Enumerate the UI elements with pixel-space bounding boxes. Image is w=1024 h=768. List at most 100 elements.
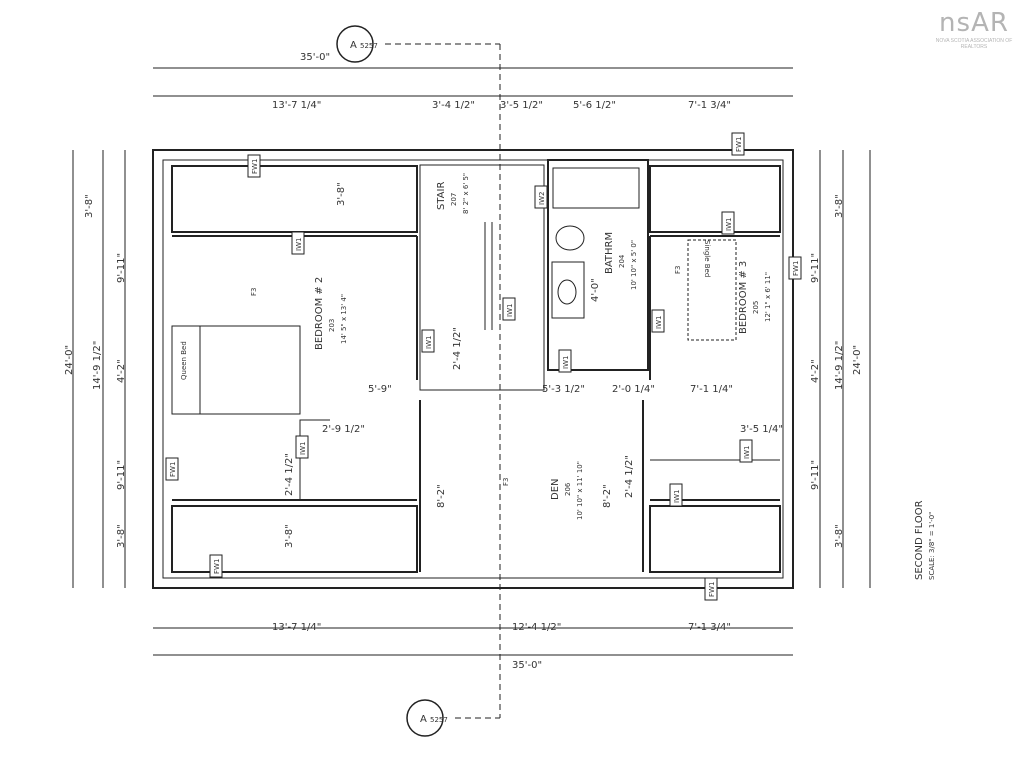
dim-left-5: 3'-8" (116, 524, 127, 548)
dim-b2-closet-w: 2'-9 1/2" (322, 424, 365, 435)
dim-closet-tl: 3'-8" (336, 182, 347, 206)
dim-b3-closet-w: 3'-5 1/4" (740, 424, 783, 435)
overall-depth-right: 24'-0" (852, 345, 863, 375)
dim-stair-b: 5'-3 1/2" (542, 384, 585, 395)
tag-iw1-1: IW1 (295, 238, 303, 251)
dim-top-3: 3'-5 1/2" (500, 100, 543, 111)
closet-top-left (171, 165, 418, 233)
stair-number: 207 (450, 193, 458, 206)
section-marker-top (336, 25, 374, 63)
dim-bath-b: 2'-0 1/4" (612, 384, 655, 395)
inner-wall-line (162, 159, 784, 579)
dim-b2-closet-d: 2'-4 1/2" (284, 453, 295, 496)
overall-width-top: 35'-0" (300, 52, 330, 63)
vanity (551, 261, 585, 319)
single-bed-label: Single Bed (703, 240, 711, 277)
tag-iw1-4: IW1 (506, 304, 514, 317)
bathroom-name: BATHRM (604, 232, 615, 274)
queen-bed (171, 325, 301, 415)
dim-bottom-2: 12'-4 1/2" (512, 622, 561, 633)
bathroom-size: 10' 10" x 5' 0" (630, 240, 638, 290)
dim-top-1: 13'-7 1/4" (272, 100, 321, 111)
dim-bottom-3: 7'-1 3/4" (688, 622, 731, 633)
stair-size: 8' 2" x 6' 5" (462, 173, 470, 214)
dim-bath-w: 4'-0" (590, 278, 601, 302)
bedroom2-name: BEDROOM # 2 (314, 277, 325, 350)
tag-f3-1: F3 (250, 288, 258, 296)
section-letter-bottom: A (420, 714, 427, 725)
dim-right-1: 3'-8" (834, 194, 845, 218)
tag-iw1-5: IW1 (655, 316, 663, 329)
bedroom3-size: 12' 1" x 6' 11" (764, 272, 772, 322)
bedroom3-name: BEDROOM # 3 (738, 261, 749, 334)
dim-top-4: 5'-6 1/2" (573, 100, 616, 111)
dim-stair-a: 2'-4 1/2" (452, 327, 463, 370)
dim-den-b: 8'-2" (602, 484, 613, 508)
tag-iw1-9: IW1 (673, 490, 681, 503)
tag-fw1-6: FW1 (792, 261, 800, 276)
dim-den-a: 8'-2" (436, 484, 447, 508)
bathroom-number: 204 (618, 254, 626, 268)
dim-right-3: 4'-2" (810, 359, 821, 383)
dim-left-mid: 14'-9 1/2" (92, 341, 103, 390)
dim-b2-bottom: 5'-9" (368, 384, 392, 395)
bedroom3-number: 205 (752, 301, 760, 314)
section-sheet-top: 5257 (360, 42, 378, 50)
tag-f3-2: F3 (674, 266, 682, 274)
drawing-scale: SCALE: 3/8" = 1'-0" (928, 512, 936, 580)
bedroom2-size: 14' 5" x 13' 4" (340, 294, 348, 344)
den-name: DEN (550, 479, 561, 501)
tag-fw1-5: FW1 (708, 582, 716, 597)
single-bed (687, 239, 737, 341)
logo-subtext: NOVA SCOTIA ASSOCIATION OF REALTORS (935, 38, 1013, 50)
den-size: 10' 10" x 11' 10" (576, 461, 584, 520)
dim-right-4: 9'-11" (810, 460, 821, 490)
dim-bottom-1: 13'-7 1/4" (272, 622, 321, 633)
dim-left-2: 9'-11" (116, 253, 127, 283)
dim-b3-bottom: 7'-1 1/4" (690, 384, 733, 395)
dim-left-3: 4'-2" (116, 359, 127, 383)
tag-iw1-6: IW1 (562, 356, 570, 369)
tag-iw1-3: IW1 (425, 336, 433, 349)
section-sheet-bottom: 5257 (430, 716, 448, 724)
dim-top-2: 3'-4 1/2" (432, 100, 475, 111)
den-number: 206 (564, 482, 572, 496)
dim-left-1: 3'-8" (84, 194, 95, 218)
queen-bed-label: Queen Bed (180, 341, 188, 380)
dim-right-2: 9'-11" (810, 253, 821, 283)
bathroom-walls (547, 159, 649, 371)
drawing-title: SECOND FLOOR (914, 500, 925, 580)
section-letter-top: A (350, 40, 357, 51)
section-marker-bottom (406, 699, 444, 737)
tag-iw1-7: IW1 (299, 442, 307, 455)
tag-fw1-1: FW1 (251, 159, 259, 174)
logo-text: nsAR (939, 8, 1009, 38)
tag-iw1-8: IW1 (743, 446, 751, 459)
logo: nsAR NOVA SCOTIA ASSOCIATION OF REALTORS (924, 8, 1024, 60)
tag-fw1-3: FW1 (169, 462, 177, 477)
overall-width-bottom: 35'-0" (512, 660, 542, 671)
outer-wall (152, 149, 794, 589)
stair-name: STAIR (436, 182, 447, 210)
overall-depth-left: 24'-0" (64, 345, 75, 375)
bedroom2-number: 203 (328, 319, 336, 332)
tag-f3-3: F3 (502, 478, 510, 486)
tag-iw2: IW2 (538, 192, 546, 205)
dim-top-5: 7'-1 3/4" (688, 100, 731, 111)
tag-fw1-2: FW1 (735, 137, 743, 152)
dim-den-c: 2'-4 1/2" (624, 455, 635, 498)
stair-outline (419, 164, 545, 391)
tag-iw1-2: IW1 (725, 218, 733, 231)
dim-left-4: 9'-11" (116, 460, 127, 490)
closet-bottom-left (171, 505, 418, 573)
dim-closet-bl: 3'-8" (284, 524, 295, 548)
closet-bottom-right (649, 505, 781, 573)
dim-right-5: 3'-8" (834, 524, 845, 548)
sink (557, 279, 577, 305)
closet-top-right (649, 165, 781, 233)
tag-fw1-4: FW1 (213, 559, 221, 574)
toilet (555, 225, 585, 251)
bathtub (552, 167, 640, 209)
dim-right-mid: 14'-9 1/2" (834, 341, 845, 390)
